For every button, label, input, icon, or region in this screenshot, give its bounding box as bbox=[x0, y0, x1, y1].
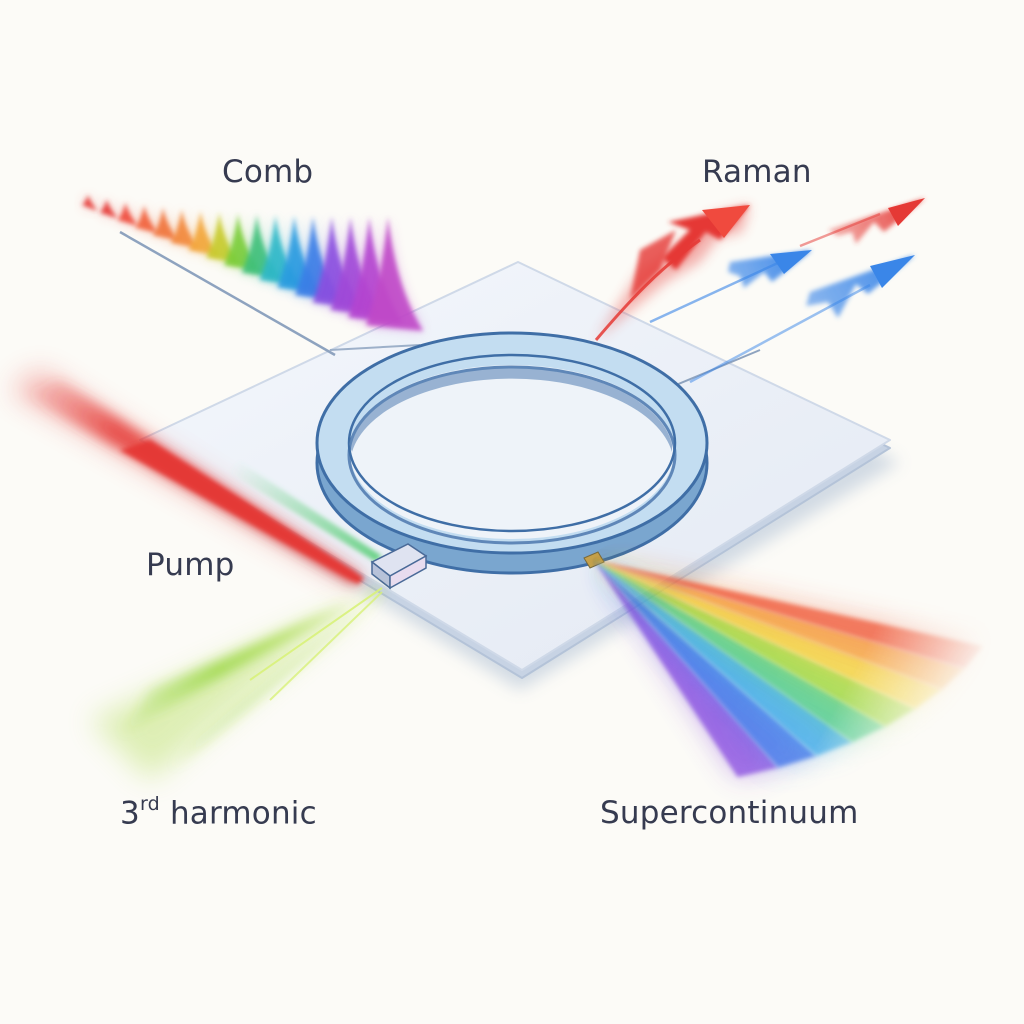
raman-blue-arrow-lower bbox=[689, 255, 915, 384]
supercontinuum-band bbox=[594, 560, 943, 709]
comb-pulse bbox=[366, 217, 424, 331]
comb-pulse bbox=[348, 217, 403, 324]
third-harmonic-word: harmonic bbox=[169, 795, 317, 832]
comb-pulse bbox=[135, 205, 159, 234]
supercontinuum-band bbox=[594, 560, 886, 742]
raman-label: Raman bbox=[702, 154, 812, 190]
third-harmonic-suffix: rd bbox=[139, 793, 160, 815]
comb-pulse bbox=[312, 216, 363, 309]
supercontinuum-band bbox=[594, 560, 817, 768]
third-harmonic-label: 3rd harmonic bbox=[120, 793, 317, 832]
supercontinuum-band bbox=[594, 560, 984, 669]
third-harmonic-number: 3 bbox=[120, 795, 140, 832]
comb-pulse bbox=[99, 199, 118, 219]
supercontinuum-band bbox=[594, 560, 779, 778]
comb-pulse-train bbox=[82, 195, 424, 331]
comb-pulse bbox=[277, 216, 322, 294]
comb-pulse bbox=[82, 195, 98, 211]
ring-resonator-icon bbox=[315, 331, 709, 575]
comb-coupler-line bbox=[329, 344, 421, 351]
comb-pulse bbox=[295, 216, 342, 301]
raman-arrows bbox=[594, 198, 925, 384]
comb-label: Comb bbox=[222, 154, 314, 190]
green-back-beam bbox=[225, 462, 382, 562]
comb-pulse bbox=[170, 209, 200, 249]
comb-pulse bbox=[117, 202, 139, 226]
raman-blue-arrow-upper bbox=[649, 250, 812, 324]
supercontinuum-band bbox=[594, 560, 916, 727]
comb-pulse bbox=[153, 207, 179, 241]
raman-red-arrow-small bbox=[799, 198, 925, 248]
pump-label: Pump bbox=[146, 547, 235, 583]
third-harmonic-beam bbox=[90, 586, 384, 780]
supercontinuum-band bbox=[594, 560, 965, 690]
supercontinuum-label: Supercontinuum bbox=[600, 795, 859, 831]
pump-beam bbox=[10, 370, 364, 586]
supercontinuum-beam bbox=[594, 560, 984, 778]
supercontinuum-band bbox=[594, 560, 853, 756]
coupler-block-icon bbox=[370, 543, 428, 590]
raman-red-arrow-large bbox=[594, 205, 750, 341]
comb-waveguide bbox=[119, 230, 336, 357]
comb-pulse bbox=[330, 217, 383, 316]
